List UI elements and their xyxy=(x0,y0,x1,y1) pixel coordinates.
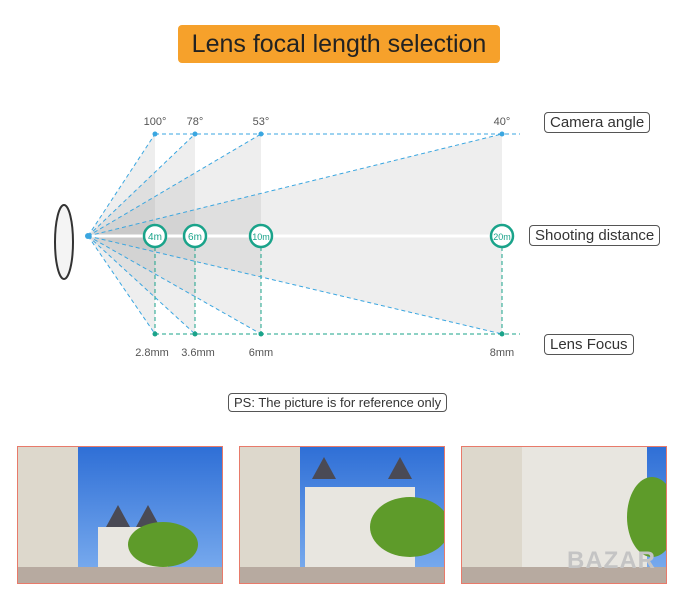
angle-point xyxy=(499,131,505,137)
sample-photo-medium xyxy=(239,446,445,584)
fov-ray xyxy=(87,235,196,335)
fov-ray xyxy=(87,235,503,335)
focus-point xyxy=(499,331,505,337)
field-of-view-shade xyxy=(88,134,261,334)
field-of-view-shade xyxy=(88,134,502,334)
angle-point xyxy=(258,131,264,137)
lens-apex-point xyxy=(85,233,91,239)
angle-label: 78° xyxy=(187,116,204,128)
distance-marker xyxy=(182,223,208,249)
watermark: BAZAR xyxy=(567,547,656,574)
lens-focus-label: Lens Focus xyxy=(544,334,634,355)
distance-marker xyxy=(248,223,274,249)
angle-point xyxy=(192,131,198,137)
focal-length-label: 2.8mm xyxy=(135,347,169,359)
angle-label: 53° xyxy=(253,116,270,128)
distance-label: 6m xyxy=(188,232,202,243)
focal-length-label: 3.6mm xyxy=(181,347,215,359)
distance-marker xyxy=(142,223,168,249)
sample-photo-wide xyxy=(17,446,223,584)
distance-label: 4m xyxy=(148,232,162,243)
focal-length-label: 8mm xyxy=(490,347,514,359)
distance-label: 20m xyxy=(493,232,511,242)
fov-ray xyxy=(87,133,262,237)
reference-note: PS: The picture is for reference only xyxy=(228,393,448,412)
camera-angle-label: Camera angle xyxy=(544,112,651,133)
fov-ray xyxy=(87,235,262,335)
fov-ray xyxy=(87,235,156,335)
page-title: Lens focal length selection xyxy=(178,25,500,63)
camera-lens-icon xyxy=(54,204,74,280)
distance-marker xyxy=(489,223,515,249)
focus-point xyxy=(152,331,158,337)
distance-label: 10m xyxy=(252,232,270,242)
focus-point xyxy=(192,331,198,337)
fov-ray xyxy=(87,133,156,237)
fov-ray xyxy=(87,133,196,237)
focal-diagram: 4m 100° 2.8mm 6m 78° 3.6mm 10m 53° 6mm 20m 40° 8mm xyxy=(54,116,520,359)
shooting-distance-label: Shooting distance xyxy=(529,225,661,246)
fov-ray xyxy=(87,133,503,237)
focal-length-label: 6mm xyxy=(249,347,273,359)
angle-label: 100° xyxy=(144,116,167,128)
angle-point xyxy=(152,131,158,137)
focus-point xyxy=(258,331,264,337)
sample-photo-tele: BAZAR xyxy=(461,446,667,584)
field-of-view-shade xyxy=(88,134,155,334)
field-of-view-shade xyxy=(88,134,195,334)
angle-label: 40° xyxy=(494,116,511,128)
